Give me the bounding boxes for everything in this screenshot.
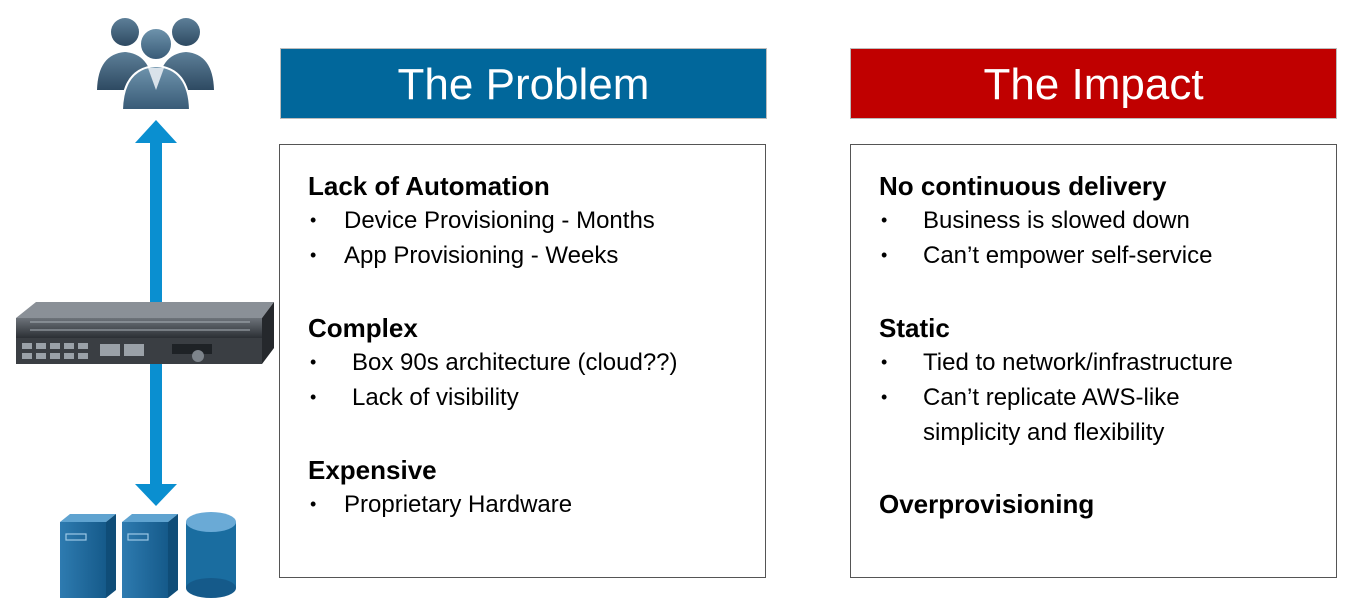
list-item: • Business is slowed down bbox=[879, 203, 1326, 238]
list-item-text: Can’t empower self-service bbox=[923, 242, 1213, 269]
list-item-text: Business is slowed down bbox=[923, 207, 1190, 234]
list-item-text: Lack of visibility bbox=[352, 384, 519, 411]
problem-banner: The Problem bbox=[280, 48, 767, 119]
problem-section-expensive: Expensive • Proprietary Hardware bbox=[308, 453, 755, 522]
users-group-icon bbox=[97, 18, 214, 111]
section-heading: Overprovisioning bbox=[879, 489, 1095, 519]
bullet-icon: • bbox=[881, 387, 888, 407]
list-item-text: Tied to network/infrastructure bbox=[923, 349, 1233, 376]
network-appliance-icon bbox=[16, 302, 274, 364]
impact-section-overprovisioning: Overprovisioning bbox=[879, 487, 1326, 521]
problem-section-automation: Lack of Automation • Device Provisioning … bbox=[308, 169, 755, 273]
list-item: • Lack of visibility bbox=[308, 380, 755, 415]
list-item-text: App Provisioning - Weeks bbox=[344, 242, 619, 269]
illustration-svg bbox=[16, 18, 274, 598]
list-item: • Can’t empower self-service bbox=[879, 238, 1326, 273]
list-item: • App Provisioning - Weeks bbox=[308, 238, 755, 273]
list-item: • Tied to network/infrastructure bbox=[879, 345, 1326, 380]
section-heading: Expensive bbox=[308, 455, 437, 485]
impact-section-static: Static • Tied to network/infrastructure •… bbox=[879, 311, 1326, 450]
problem-panel: Lack of Automation • Device Provisioning … bbox=[279, 144, 766, 578]
section-heading: Lack of Automation bbox=[308, 171, 550, 201]
section-heading: Complex bbox=[308, 313, 418, 343]
bullet-icon: • bbox=[310, 387, 317, 407]
section-heading: Static bbox=[879, 313, 950, 343]
impact-section-delivery: No continuous delivery • Business is slow… bbox=[879, 169, 1326, 273]
bullet-icon: • bbox=[881, 210, 888, 230]
impact-banner: The Impact bbox=[850, 48, 1337, 119]
problem-title: The Problem bbox=[397, 60, 650, 109]
bullet-icon: • bbox=[881, 352, 888, 372]
list-item-text: Proprietary Hardware bbox=[344, 491, 573, 518]
list-item: • Box 90s architecture (cloud??) bbox=[308, 345, 755, 380]
bullet-icon: • bbox=[881, 245, 888, 265]
problem-section-complex: Complex •Box 90s architecture (cloud??) … bbox=[308, 311, 755, 415]
bullet-icon: • bbox=[310, 210, 317, 230]
list-item-text: Can’t replicate AWS-like bbox=[923, 384, 1180, 411]
list-item: • Proprietary Hardware bbox=[308, 487, 755, 522]
bullet-icon: • bbox=[310, 245, 317, 265]
list-item-text: Device Provisioning - Months bbox=[344, 207, 655, 234]
left-illustration bbox=[0, 0, 280, 603]
impact-panel: No continuous delivery • Business is slow… bbox=[850, 144, 1337, 578]
list-item: • Device Provisioning - Months bbox=[308, 203, 755, 238]
list-item-text: Box 90s architecture (cloud??) bbox=[352, 349, 678, 376]
servers-database-icon bbox=[60, 512, 236, 598]
bullet-icon: • bbox=[310, 494, 317, 514]
list-item: • Can’t replicate AWS-like simplicity and … bbox=[879, 380, 1326, 450]
list-item-text-continued: simplicity and flexibility bbox=[923, 419, 1165, 446]
section-heading: No continuous delivery bbox=[879, 171, 1167, 201]
impact-title: The Impact bbox=[983, 60, 1204, 109]
bullet-icon: • bbox=[310, 352, 317, 372]
